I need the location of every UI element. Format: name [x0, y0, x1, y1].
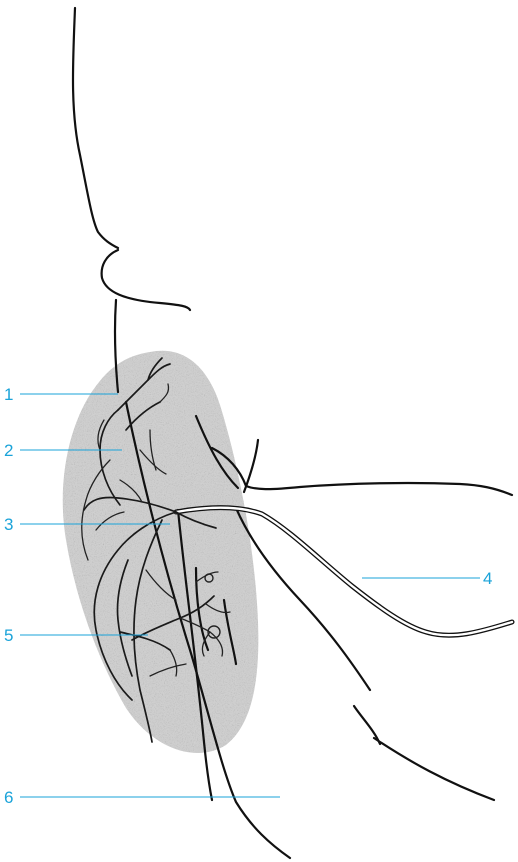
- label-5: 5: [4, 626, 13, 645]
- label-3: 3: [4, 515, 13, 534]
- label-4: 4: [483, 569, 492, 588]
- label-2: 2: [4, 441, 13, 460]
- label-1: 1: [4, 385, 13, 404]
- label-6: 6: [4, 788, 13, 807]
